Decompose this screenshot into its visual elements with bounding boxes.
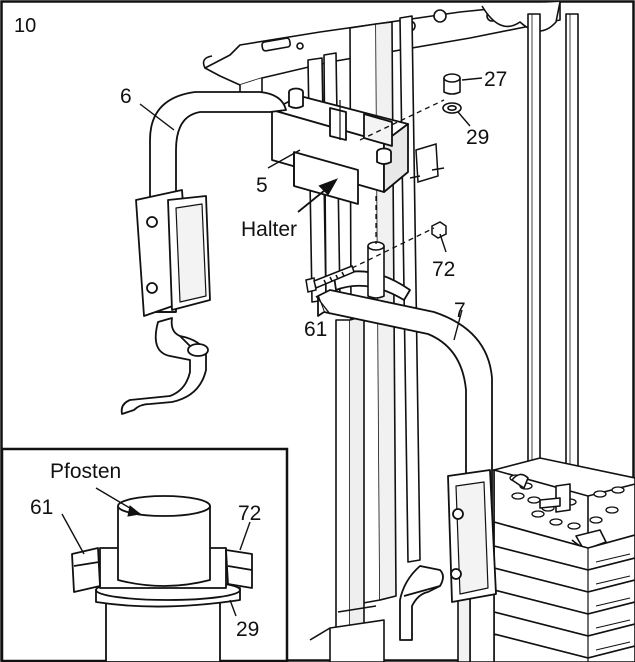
- inset-label-pfosten: Pfosten: [50, 460, 121, 483]
- part-5-bracket: [271, 87, 409, 205]
- pivot-tube: [367, 241, 385, 299]
- inset-nut-61: [71, 547, 101, 593]
- label-part-61: 61: [304, 318, 327, 341]
- inset-label-61: 61: [30, 496, 53, 519]
- main-labels: 10 6 5 Halter 27 29 72 61 7: [14, 15, 507, 341]
- label-part-7: 7: [454, 299, 466, 322]
- label-part-29: 29: [466, 126, 489, 149]
- inset-label-29: 29: [236, 618, 259, 641]
- inset-pfosten: [117, 506, 211, 587]
- label-part-27: 27: [484, 68, 507, 91]
- label-halter: Halter: [241, 218, 297, 241]
- part-7-handle: [317, 270, 497, 641]
- nut-72: [431, 221, 447, 239]
- guide-rod-right: [565, 13, 579, 521]
- crossbeam-slot: [261, 37, 291, 52]
- step-number: 10: [14, 15, 36, 37]
- clip-bracket: [409, 143, 445, 183]
- inset-label-72: 72: [238, 502, 261, 525]
- washer-29: [442, 102, 462, 114]
- label-part-72: 72: [432, 258, 455, 281]
- assembly-lines: [351, 99, 445, 269]
- lower-post: [335, 319, 351, 641]
- dashed-line-bolt: [351, 227, 435, 269]
- halter-arrow: [297, 178, 339, 213]
- label-part-5: 5: [256, 174, 268, 197]
- cap-27: [443, 73, 461, 95]
- label-part-6: 6: [120, 85, 132, 108]
- upper-handle-hook: [120, 317, 207, 415]
- bolt-61: [305, 265, 355, 293]
- inset-detail: Pfosten 61 72 29: [0, 447, 289, 662]
- dashed-line-washer: [359, 99, 445, 141]
- guide-rod-left: [527, 13, 541, 521]
- part-6-handle: [120, 91, 287, 415]
- inset-nut-72: [225, 549, 253, 589]
- leader-lines: [139, 77, 483, 341]
- inset-post-base: [105, 598, 221, 662]
